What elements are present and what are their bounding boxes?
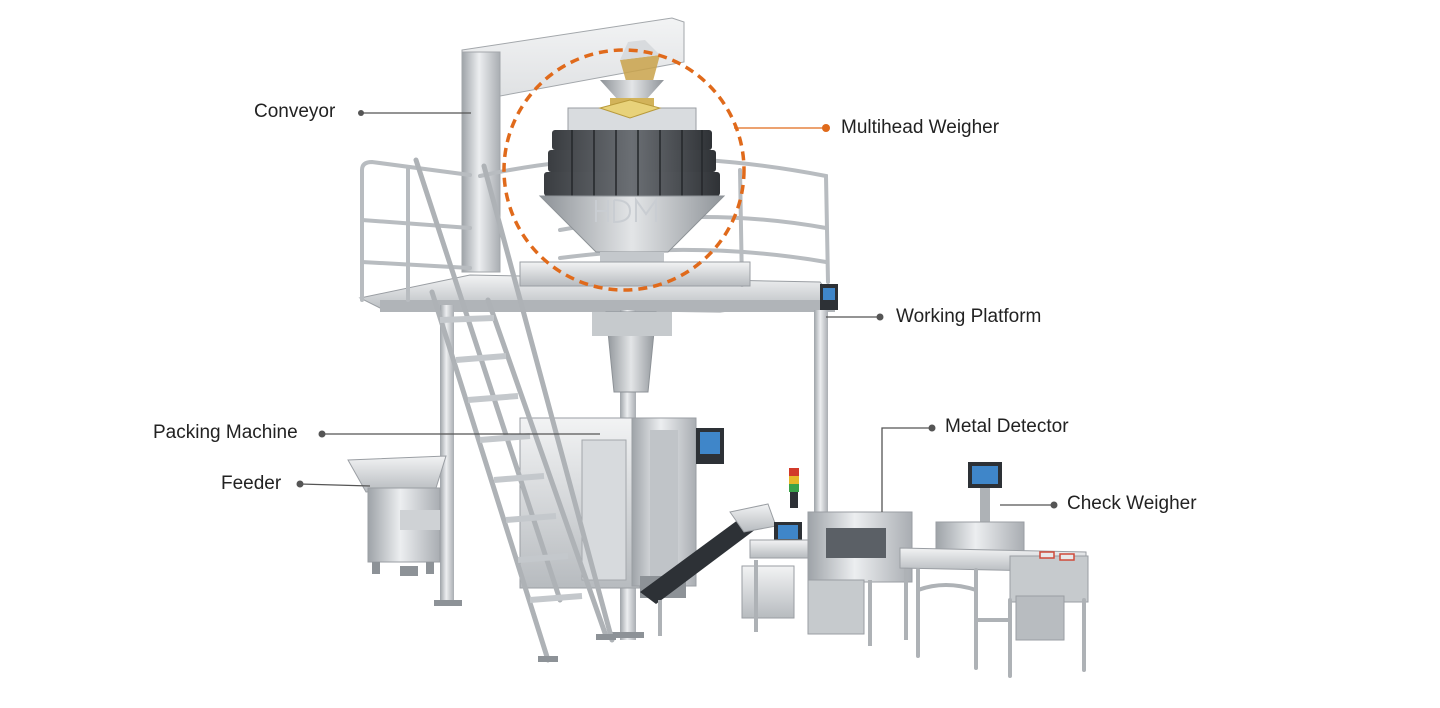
brand-watermark — [595, 196, 657, 224]
multihead-weigher — [519, 80, 751, 393]
label-metal-detector: Metal Detector — [945, 416, 1069, 437]
stairs — [413, 157, 616, 663]
label-conveyor: Conveyor — [254, 101, 336, 122]
label-feeder: Feeder — [221, 473, 282, 494]
metal-detector — [741, 468, 913, 646]
conveyor-elevator — [461, 17, 685, 273]
check-weigher — [899, 462, 1089, 678]
label-multihead-weigher: Multihead Weigher — [841, 117, 1000, 138]
packing-machine — [519, 417, 724, 598]
label-packing-machine: Packing Machine — [153, 422, 298, 443]
weigher-highlight-circle — [502, 48, 746, 292]
feeder — [347, 455, 447, 576]
leader-lines — [296, 110, 1058, 512]
label-working-platform: Working Platform — [896, 306, 1042, 327]
label-check-weigher: Check Weigher — [1067, 493, 1197, 514]
